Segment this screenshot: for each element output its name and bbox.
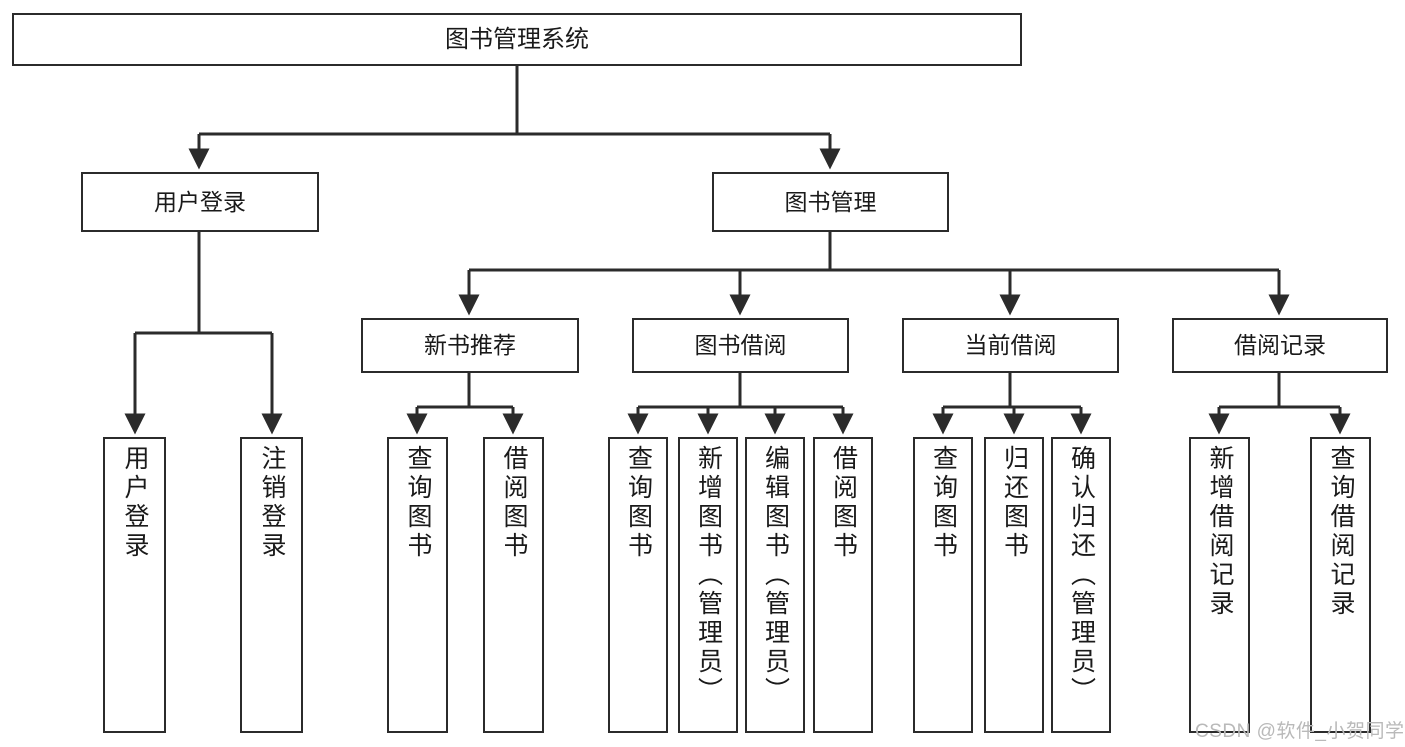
node-leaf-borrow-book-1[interactable]: 借阅图书	[483, 437, 544, 733]
node-book-manage[interactable]: 图书管理	[712, 172, 949, 232]
node-leaf-edit-book[interactable]: 编辑图书（管理员）	[745, 437, 805, 733]
csdn-watermark: CSDN @软件_小贺同学	[1195, 721, 1405, 742]
node-leaf-query-book-2[interactable]: 查询图书	[608, 437, 668, 733]
node-leaf-borrow-book-1-label: 借阅图书	[500, 445, 528, 561]
node-leaf-confirm-return[interactable]: 确认归还（管理员）	[1051, 437, 1111, 733]
node-leaf-add-record[interactable]: 新增借阅记录	[1189, 437, 1250, 733]
node-user-login[interactable]: 用户登录	[81, 172, 319, 232]
node-leaf-add-book[interactable]: 新增图书（管理员）	[678, 437, 738, 733]
node-book-borrow[interactable]: 图书借阅	[632, 318, 849, 373]
node-borrow-record-label: 借阅记录	[1234, 332, 1326, 359]
node-leaf-user-login[interactable]: 用户登录	[103, 437, 166, 733]
node-leaf-query-book-2-label: 查询图书	[624, 445, 653, 561]
node-borrow-record[interactable]: 借阅记录	[1172, 318, 1388, 373]
node-new-book-recommend[interactable]: 新书推荐	[361, 318, 579, 373]
node-leaf-logout[interactable]: 注销登录	[240, 437, 303, 733]
node-leaf-query-record[interactable]: 查询借阅记录	[1310, 437, 1371, 733]
node-current-borrow-label: 当前借阅	[964, 332, 1057, 359]
node-leaf-return-book[interactable]: 归还图书	[984, 437, 1044, 733]
node-book-manage-label: 图书管理	[784, 188, 877, 215]
node-user-login-label: 用户登录	[154, 188, 246, 215]
node-leaf-query-book-1-label: 查询图书	[404, 445, 432, 561]
node-root[interactable]: 图书管理系统	[12, 13, 1022, 66]
node-current-borrow[interactable]: 当前借阅	[902, 318, 1119, 373]
node-new-book-recommend-label: 新书推荐	[424, 332, 516, 359]
node-leaf-query-book-1[interactable]: 查询图书	[387, 437, 448, 733]
node-leaf-logout-label: 注销登录	[258, 445, 286, 561]
node-leaf-user-login-label: 用户登录	[121, 445, 149, 561]
node-leaf-add-book-label: 新增图书（管理员）	[694, 445, 723, 706]
node-leaf-add-record-label: 新增借阅记录	[1206, 445, 1234, 619]
node-root-label: 图书管理系统	[445, 25, 589, 53]
node-leaf-query-book-3-label: 查询图书	[929, 445, 958, 561]
node-leaf-edit-book-label: 编辑图书（管理员）	[761, 445, 790, 706]
node-leaf-confirm-return-label: 确认归还（管理员）	[1067, 445, 1096, 706]
node-leaf-return-book-label: 归还图书	[1000, 445, 1029, 561]
node-leaf-query-record-label: 查询借阅记录	[1327, 445, 1355, 619]
node-leaf-query-book-3[interactable]: 查询图书	[913, 437, 973, 733]
node-book-borrow-label: 图书借阅	[694, 332, 787, 359]
node-leaf-borrow-book-2[interactable]: 借阅图书	[813, 437, 873, 733]
node-leaf-borrow-book-2-label: 借阅图书	[829, 445, 858, 561]
